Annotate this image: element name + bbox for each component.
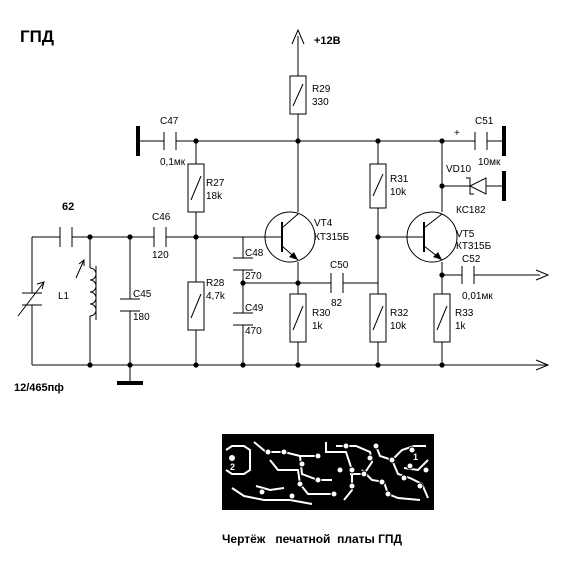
capacitor-c48 — [233, 257, 253, 271]
diagram-title: ГПД — [20, 27, 54, 46]
resistor-r32 — [369, 293, 387, 343]
pcb-pad2-label: 2 — [230, 462, 235, 472]
c49-value: 470 — [245, 326, 262, 337]
c51-name: C51 — [475, 116, 494, 127]
capacitor-c47 — [136, 126, 177, 156]
c48-value: 270 — [245, 271, 262, 282]
c45-value: 180 — [133, 312, 150, 323]
supply-label: +12В — [314, 35, 341, 47]
capacitor-c45 — [120, 298, 140, 312]
c46-value: 120 — [152, 250, 169, 261]
resistor-r31 — [369, 163, 387, 209]
c45-name: C45 — [133, 289, 152, 300]
zener-vd10 — [466, 171, 506, 201]
resistor-r33 — [433, 293, 451, 343]
output-arrow — [535, 269, 550, 281]
variable-capacitor — [17, 281, 45, 317]
resistor-r29 — [289, 75, 307, 115]
pcb-pad1-label: 1 — [413, 452, 418, 462]
vt5-name: VT5 — [456, 229, 475, 240]
inductor-l1 — [75, 258, 97, 322]
ground-rail-arrow — [535, 359, 550, 371]
c62-value: 62 — [62, 201, 74, 213]
r30-value: 1k — [312, 321, 324, 332]
c49-name: C49 — [245, 303, 264, 314]
junction-dots — [87, 138, 445, 368]
c46-name: C46 — [152, 212, 171, 223]
c51-polarity: + — [454, 128, 460, 139]
wires — [31, 114, 548, 382]
r31-name: R31 — [390, 174, 409, 185]
c50-name: C50 — [330, 260, 349, 271]
c52-name: C52 — [462, 254, 481, 265]
capacitor-c46 — [153, 227, 167, 247]
c48-name: C48 — [245, 248, 264, 259]
transistor-vt5 — [406, 211, 458, 263]
capacitor-c52 — [461, 266, 475, 284]
r27-name: R27 — [206, 178, 225, 189]
vt5-type: КТ315Б — [456, 241, 492, 252]
resistor-r27 — [187, 163, 205, 213]
r28-name: R28 — [206, 278, 225, 289]
r32-value: 10k — [390, 321, 407, 332]
vt4-type: КТ315Б — [314, 232, 350, 243]
capacitor-c49 — [233, 312, 253, 326]
resistor-r28 — [187, 281, 205, 331]
resistor-r30 — [289, 293, 307, 343]
supply-arrow — [291, 28, 305, 76]
c50-value: 82 — [331, 298, 343, 309]
r28-value: 4,7k — [206, 291, 226, 302]
pcb-layout — [222, 434, 434, 510]
transistor-vt4 — [264, 211, 316, 263]
r33-value: 1k — [455, 321, 467, 332]
vd10-type: КС182 — [456, 205, 486, 216]
capacitor-62 — [59, 227, 80, 247]
c47-name: C47 — [160, 116, 179, 127]
c51-value: 10мк — [478, 157, 501, 168]
r27-value: 18k — [206, 191, 223, 202]
vd10-name: VD10 — [446, 164, 471, 175]
tuning-cap-value: 12/465пф — [14, 382, 64, 394]
r32-name: R32 — [390, 308, 409, 319]
vt4-name: VT4 — [314, 218, 333, 229]
r29-value: 330 — [312, 97, 329, 108]
pcb-caption: Чертёж печатной платы ГПД — [222, 532, 403, 546]
capacitor-c50 — [330, 273, 344, 293]
r31-value: 10k — [390, 187, 407, 198]
r29-name: R29 — [312, 84, 331, 95]
capacitor-c51 — [474, 126, 506, 156]
l1-name: L1 — [58, 291, 70, 302]
c47-value: 0,1мк — [160, 157, 186, 168]
r30-name: R30 — [312, 308, 331, 319]
c52-value: 0,01мк — [462, 291, 493, 302]
r33-name: R33 — [455, 308, 474, 319]
